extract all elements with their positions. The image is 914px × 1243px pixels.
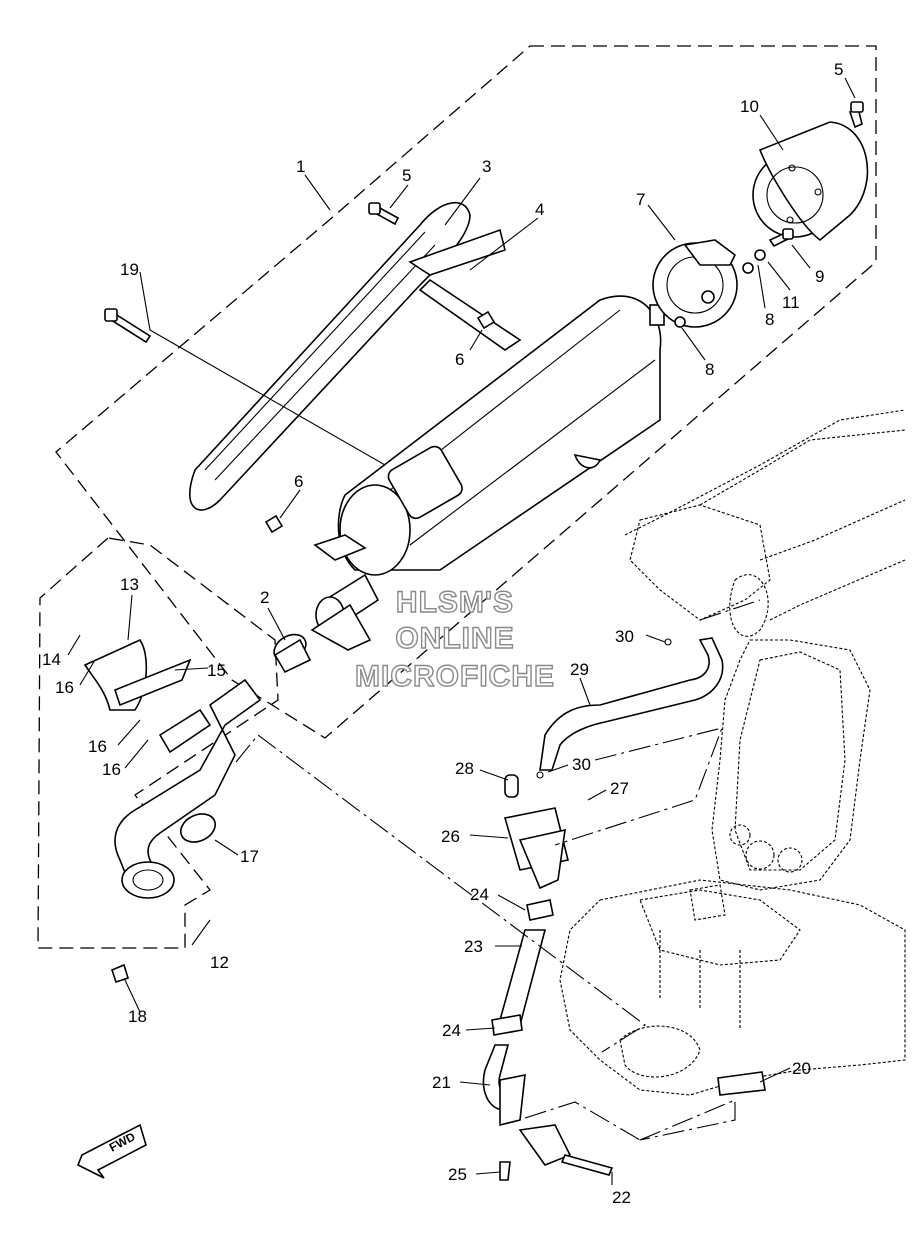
callout-25: 25: [448, 1165, 467, 1184]
callout-9: 9: [815, 267, 824, 286]
alignment-lines: [235, 599, 761, 1141]
callout-28: 28: [455, 759, 474, 778]
callout-16-top: 16: [55, 678, 74, 697]
callout-24-upper: 24: [470, 885, 489, 904]
callout-17: 17: [240, 847, 259, 866]
callout-11: 11: [782, 293, 800, 312]
spark-arrester: [652, 239, 738, 328]
muffler-bracket: [408, 228, 522, 351]
callout-12: 12: [210, 953, 229, 972]
callout-26: 26: [441, 827, 460, 846]
callout-20: 20: [792, 1059, 811, 1078]
watermark-line-2: ONLINE: [395, 622, 514, 655]
muffler-outlet-joint: [310, 534, 380, 651]
callout-4: 4: [535, 200, 544, 219]
callout-16-middle: 16: [88, 737, 107, 756]
bolts-and-fasteners: [104, 101, 864, 984]
watermark-line-1: HLSM'S: [396, 586, 514, 619]
muffler-gasket: [273, 633, 312, 674]
callout-30-lower: 30: [572, 755, 591, 774]
callout-18: 18: [128, 1007, 147, 1026]
muffler-assembly-boundary: [55, 45, 877, 739]
callout-30-upper: 30: [615, 627, 634, 646]
callout-24-lower: 24: [442, 1021, 461, 1040]
air-induction-system: [482, 637, 766, 1181]
callout-10: 10: [740, 97, 759, 116]
callout-22: 22: [612, 1188, 631, 1207]
muffler: [337, 295, 665, 576]
callout-2: 2: [260, 588, 269, 607]
callout-13: 13: [120, 575, 139, 594]
exhaust-pipe: [83, 638, 262, 899]
callout-5-protector-bolt: 5: [402, 166, 411, 185]
forward-direction-indicator: FWD: [76, 1123, 147, 1179]
callout-8-lower: 8: [705, 360, 714, 379]
watermark: HLSM'S ONLINE MICROFICHE: [354, 585, 555, 693]
callout-15: 15: [207, 661, 226, 680]
callout-6-upper: 6: [455, 350, 464, 369]
exhaust-pipe-assembly-boundary: [37, 537, 279, 949]
watermark-line-3: MICROFICHE: [355, 660, 555, 693]
callout-labels: 1 2 3 4 5 5 6 6 7 8 8 9 10 11 12 13 14 1…: [42, 60, 843, 1207]
callout-29: 29: [570, 660, 589, 679]
engine-outline: [559, 409, 906, 1096]
callout-23: 23: [464, 937, 483, 956]
callout-8-upper: 8: [765, 310, 774, 329]
callout-5-cap-bolt: 5: [834, 60, 843, 79]
callout-21: 21: [432, 1073, 451, 1092]
callout-27: 27: [610, 779, 629, 798]
muffler-end-cap: [752, 121, 869, 242]
callout-6-lower: 6: [294, 472, 303, 491]
leader-lines: [67, 77, 856, 1185]
callout-14: 14: [42, 650, 61, 669]
callout-3: 3: [482, 157, 491, 176]
callout-1: 1: [296, 157, 305, 176]
callout-7: 7: [636, 190, 645, 209]
exhaust-gasket: [179, 813, 217, 843]
callout-16-bottom: 16: [102, 760, 121, 779]
callout-19: 19: [120, 260, 139, 279]
